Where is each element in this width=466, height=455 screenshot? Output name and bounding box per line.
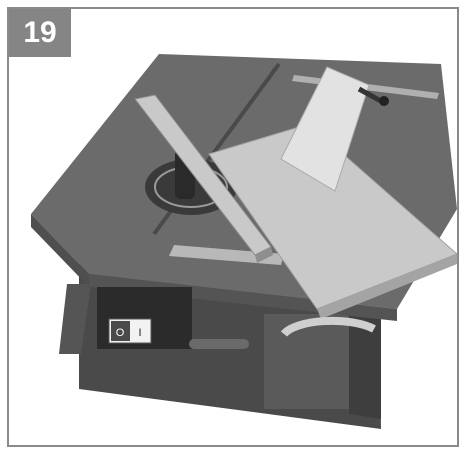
scale-ruler-front — [169, 245, 284, 265]
side-handle — [59, 284, 91, 354]
table-saw-photo: O I — [31, 54, 457, 429]
figure-frame: 19 O — [7, 7, 459, 447]
switch-off-symbol: O — [116, 327, 125, 339]
guard-arm — [357, 86, 383, 104]
saw-leg-right-side — [349, 309, 381, 419]
switch-on-symbol: I — [138, 327, 141, 339]
table-front-edge — [31, 214, 89, 287]
guard-knob — [379, 96, 389, 106]
bevel-scale — [280, 316, 376, 337]
rip-fence-side — [255, 247, 273, 263]
power-switch-left-half — [111, 321, 130, 341]
miter-slot-right — [267, 68, 276, 80]
step-number-badge: 19 — [9, 9, 71, 57]
wood-board-edge — [317, 254, 457, 319]
wood-board — [208, 123, 457, 310]
frame-tube — [189, 339, 249, 349]
saw-leg-right — [264, 314, 359, 409]
blade-guard — [280, 66, 370, 192]
